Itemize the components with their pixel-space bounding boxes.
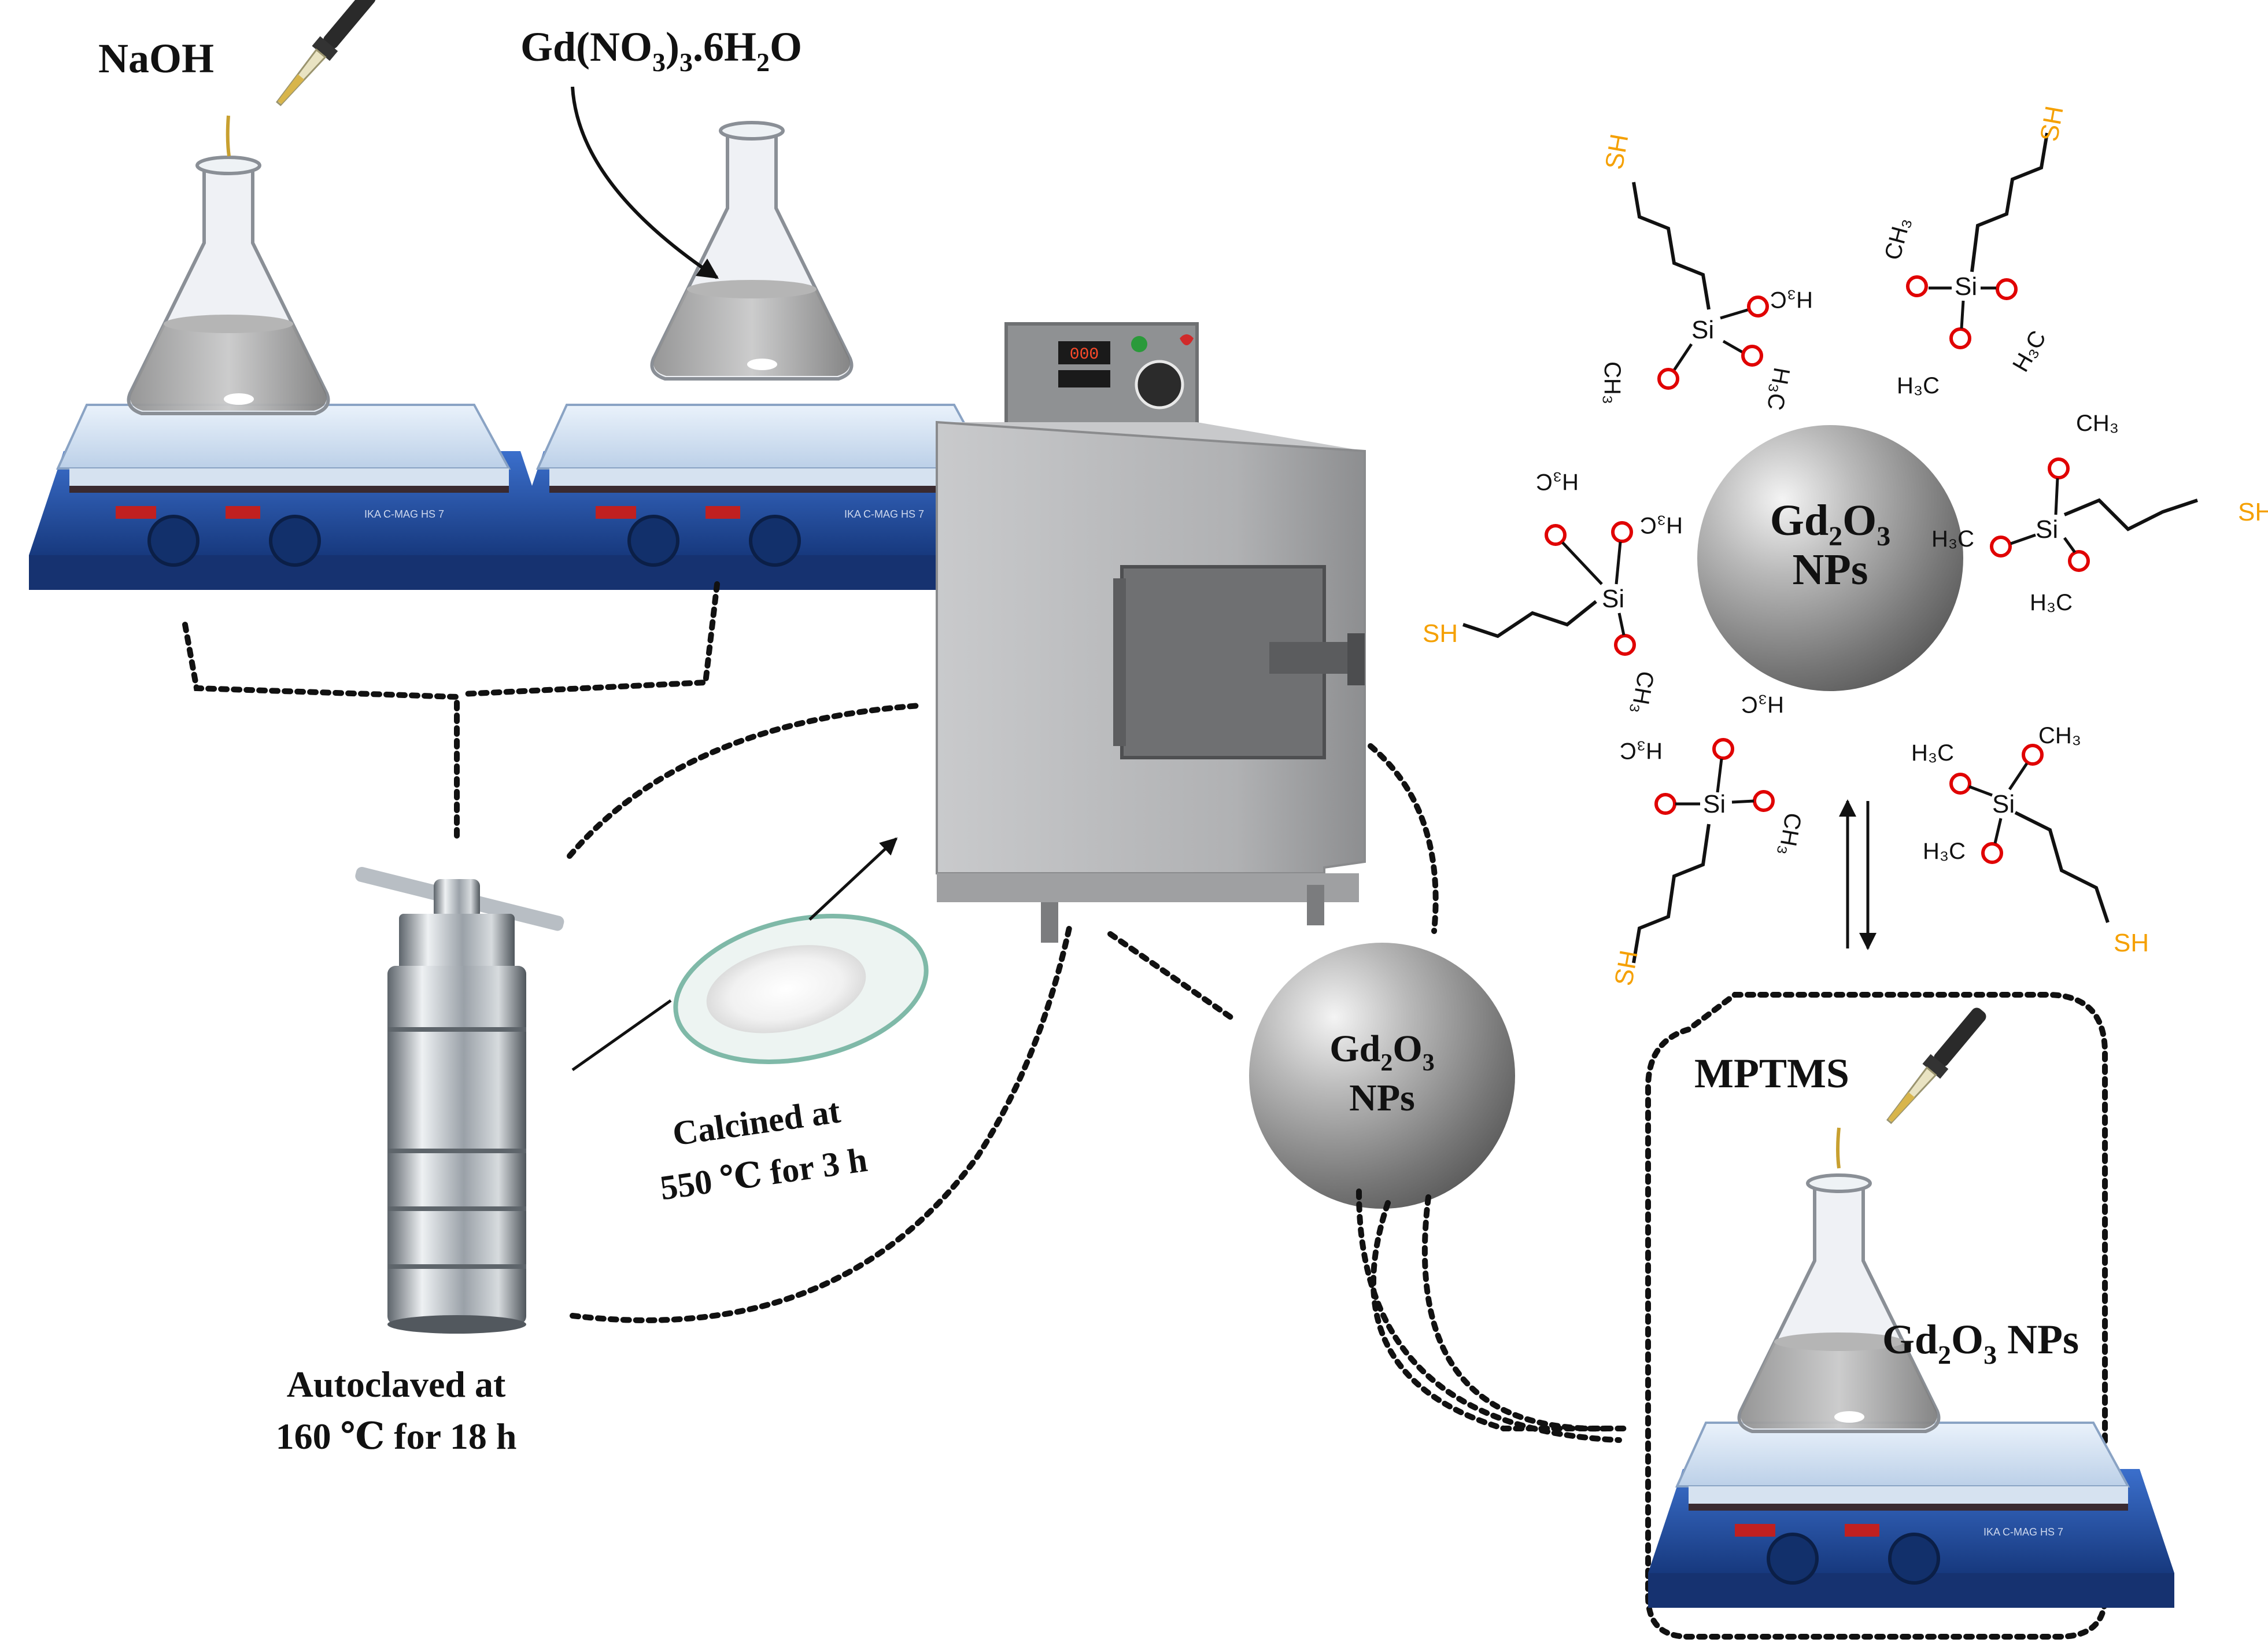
sh-label: SH	[2035, 104, 2069, 144]
ch3-label: CH₃	[1880, 215, 1916, 263]
h3c-label: H₃C	[1536, 469, 1579, 494]
autoclave-icon	[355, 866, 564, 1334]
autoclave-condition-line1: Autoclaved at	[287, 1364, 506, 1405]
ch3-label: CH₃	[1600, 361, 1625, 404]
ch3-label: CH₃	[2076, 411, 2119, 436]
h3c-label: H₃C	[1923, 839, 1966, 864]
connector-left	[182, 622, 460, 841]
naoh-label: NaOH	[98, 35, 214, 82]
si-label: Si	[1602, 585, 1624, 613]
mptms-box	[1645, 992, 2108, 1640]
gd-nitrate-label: Gd(NO3)3.6H2O	[520, 24, 802, 77]
silane-molecule-icon: Si SH H₃C H₃C CH₃	[1423, 469, 1683, 716]
calcine-condition-line1: Calcined at	[670, 1092, 843, 1153]
silane-molecule-icon: SH Si CH₃ H₃C H₃C	[1880, 104, 2069, 398]
svg-text:000: 000	[1070, 346, 1099, 364]
connector-sphere-box-1	[1371, 1200, 1628, 1431]
muffle-furnace-icon: 000	[936, 322, 1366, 943]
h3c-label: H₃C	[1911, 740, 1954, 766]
connector-furnace-sphere-2	[1368, 743, 1439, 934]
h3c-label: H₃C	[2030, 590, 2073, 615]
h3c-label: H₃C	[1741, 692, 1784, 717]
arc-from-furnace	[570, 922, 1073, 1323]
connector-sphere-box-3	[1356, 1188, 1622, 1443]
h3c-label: H₃C	[1620, 738, 1663, 763]
ch3-label: CH₃	[1626, 669, 1658, 716]
erlenmeyer-flask-icon	[1739, 1175, 1939, 1431]
sphere-bottom-np-label: NPs	[1349, 1077, 1415, 1119]
h3c-label: H₃C	[1762, 366, 1794, 412]
sh-label: SH	[1600, 132, 1634, 172]
h3c-label: H₃C	[1897, 373, 1940, 398]
silane-molecule-icon: Si SH H₃C H₃C CH₃	[1609, 692, 1806, 988]
sh-label: SH	[2114, 929, 2149, 957]
si-label: Si	[1703, 790, 1726, 818]
hot-plate-stirrer-icon	[1648, 1423, 2174, 1608]
sphere-top-np-label: NPs	[1793, 545, 1868, 594]
nanoparticle-sphere-icon: Gd2O3 NPs	[1249, 943, 1515, 1209]
drop-stream	[226, 115, 231, 157]
sh-label: SH	[2238, 498, 2268, 526]
addition-arrow	[571, 86, 719, 279]
nanoparticle-sphere-icon: Gd2O3 NPs	[1697, 425, 1963, 691]
si-label: Si	[2036, 515, 2058, 544]
silane-molecule-icon: Si SH H₃C CH₃ H₃C	[1911, 723, 2149, 957]
silane-molecule-icon: Si SH CH₃ H₃C H₃C	[1931, 411, 2268, 615]
ch3-label: CH₃	[2038, 723, 2081, 748]
si-label: Si	[1955, 272, 1977, 301]
sphere-top-formula: Gd2O3	[1770, 496, 1891, 552]
sphere-bottom-formula: Gd2O3	[1329, 1028, 1434, 1076]
autoclave-condition-line2: 160 ℃ for 18 h	[276, 1416, 517, 1457]
mptms-label: MPTMS	[1694, 1050, 1849, 1097]
transfer-arrow	[808, 837, 898, 921]
connector-sphere-box-2	[1421, 1194, 1610, 1432]
hot-plate-stirrer-icon	[29, 405, 555, 590]
h3c-label: H₃C	[1931, 526, 1974, 552]
h3c-label: H₃C	[2008, 326, 2051, 376]
drop-stream	[1836, 1127, 1841, 1169]
calcine-condition: Calcined at 550 ℃ for 3 h	[658, 1092, 869, 1208]
sh-label: SH	[1423, 619, 1458, 648]
ch3-label: CH₃	[1774, 811, 1806, 858]
connector-furnace-sphere	[1107, 931, 1235, 1021]
h3c-label: H₃C	[1640, 512, 1683, 538]
si-label: Si	[1691, 316, 1714, 344]
erlenmeyer-flask-icon	[129, 157, 328, 414]
dropper-icon	[269, 0, 382, 112]
flask-gd2o3-label: Gd2O3 NPs	[1882, 1316, 2079, 1370]
watch-glass-icon	[673, 914, 929, 1064]
sh-label: SH	[1609, 948, 1643, 988]
equilibrium-arrows	[1839, 799, 1877, 950]
pointer-line	[571, 999, 672, 1072]
dropper-icon	[1879, 1002, 1992, 1130]
h3c-label: H₃C	[1770, 287, 1813, 312]
si-label: Si	[1992, 790, 2015, 818]
silane-molecule-icon: SH Si H₃C CH₃ H₃C	[1600, 132, 1813, 412]
connector-right	[460, 581, 720, 697]
arc-to-furnace	[567, 703, 922, 859]
